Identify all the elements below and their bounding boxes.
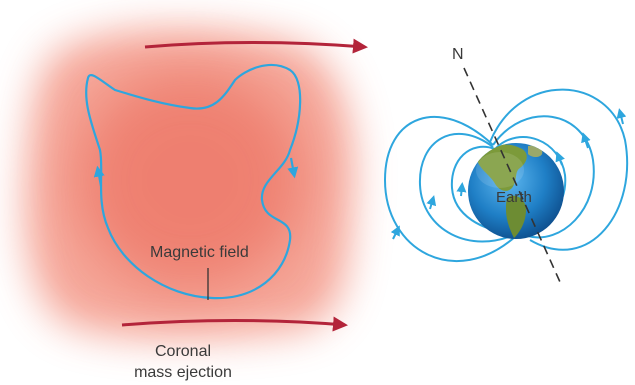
magnetic-field-label: Magnetic field [150,244,249,261]
chevron-arrow-icon-2 [426,195,437,210]
north-pole-label: N [452,46,464,63]
chevron-arrow-icon-3 [456,182,467,197]
chevron-arrow-icon-6 [555,151,565,166]
cme-cloud-core [75,70,305,290]
chevron-arrow-icon-5 [581,132,591,149]
earth-label: Earth [496,189,532,206]
chevron-arrow-icon-4 [616,108,627,125]
loop-arrow-left-icon [93,165,105,187]
earth-field-arrows [390,108,627,240]
loop-arrow-right-icon [287,157,299,179]
chevron-arrow-icon-1 [390,225,400,240]
field-line-right-outer [489,88,629,251]
earth-shine [476,152,524,188]
cme-cloud [24,28,355,339]
earth-land-south-america [506,195,526,238]
field-line-left-mid [418,132,517,243]
flow-arrow-top [144,38,368,54]
field-line-right-mid [492,115,595,239]
field-line-left-outer [383,116,517,263]
cme-magnetic-field-loop [85,63,302,300]
flow-arrow-bottom [121,316,348,332]
earth-rotation-axis [463,67,561,283]
cme-label-line2: mass ejection [134,364,232,381]
earth-land-greenland [528,145,543,157]
cme-label-line1: Coronal [155,343,211,360]
earth-field-lines [383,88,629,263]
